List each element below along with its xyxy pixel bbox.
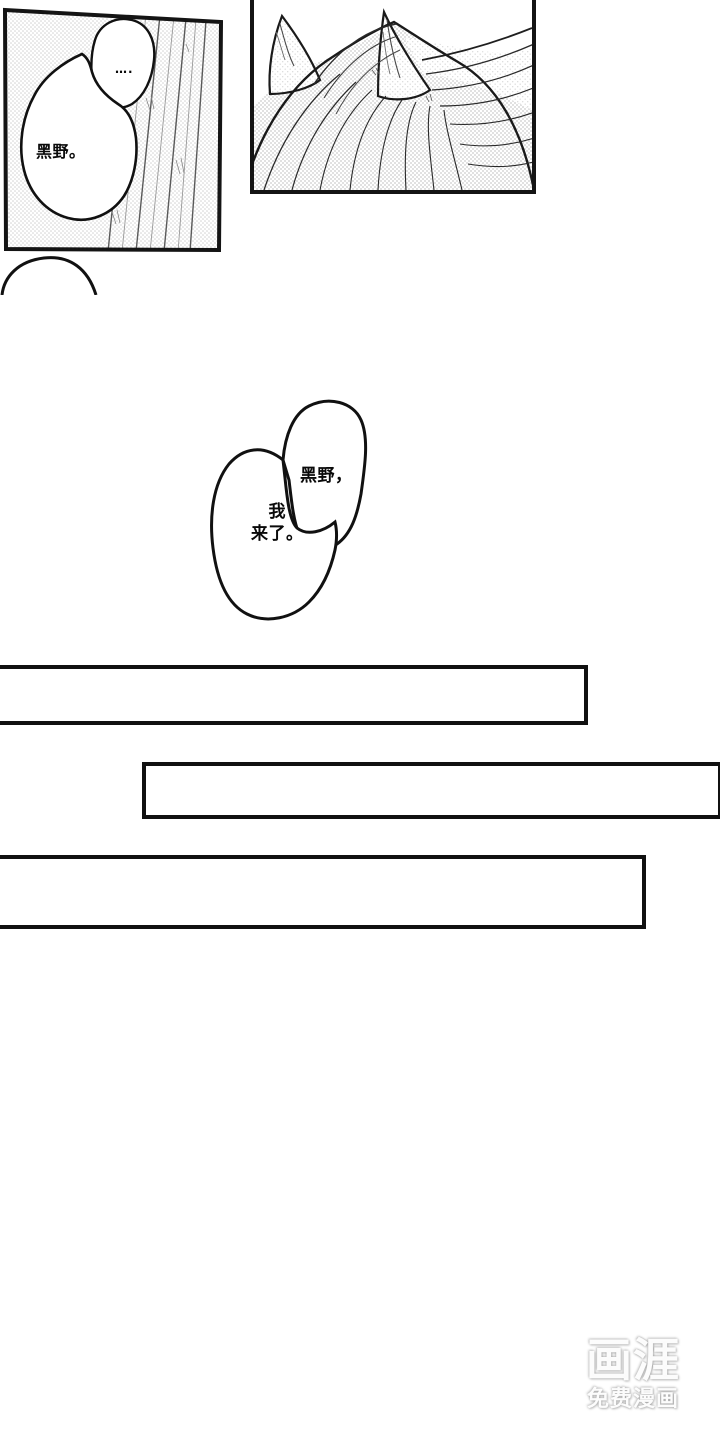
speech-bubble-main-shape	[210, 399, 368, 621]
top-art-panel	[250, 0, 536, 194]
bottom-panel-frame	[2, 7, 224, 253]
speech-bubble-partial-cutoff	[0, 255, 110, 296]
site-watermark: 画涯 免费漫画	[558, 1322, 708, 1426]
empty-narration-panel-1	[0, 665, 588, 725]
head-outline	[254, 20, 532, 187]
speech-bubble-bottom-large-text: 黑野。	[36, 142, 86, 161]
speech-bubble-main: 黑野， 我 来了。	[205, 388, 395, 628]
watermark-subtitle-text: 免费漫画	[586, 1387, 679, 1412]
right-ear	[376, 8, 432, 101]
left-ear	[268, 13, 322, 96]
speech-bubble-partial-shape	[0, 256, 98, 296]
empty-narration-panel-2	[142, 762, 720, 819]
hair-flow-right	[404, 38, 532, 111]
speech-bubble-bottom-large-shape	[19, 52, 138, 222]
bottom-art-panel: 黑野。 ….	[0, 0, 225, 255]
speech-bubble-main-line2: 我 来了。	[251, 502, 304, 544]
empty-narration-panel-3	[0, 855, 646, 929]
bottom-panel-artwork	[2, 7, 224, 253]
speech-bubble-main-line1: 黑野，	[300, 466, 353, 486]
watermark-logo-text: 画涯	[586, 1333, 680, 1387]
speech-bubble-bottom-small-text: ….	[115, 62, 134, 76]
top-panel-artwork	[254, 0, 532, 190]
